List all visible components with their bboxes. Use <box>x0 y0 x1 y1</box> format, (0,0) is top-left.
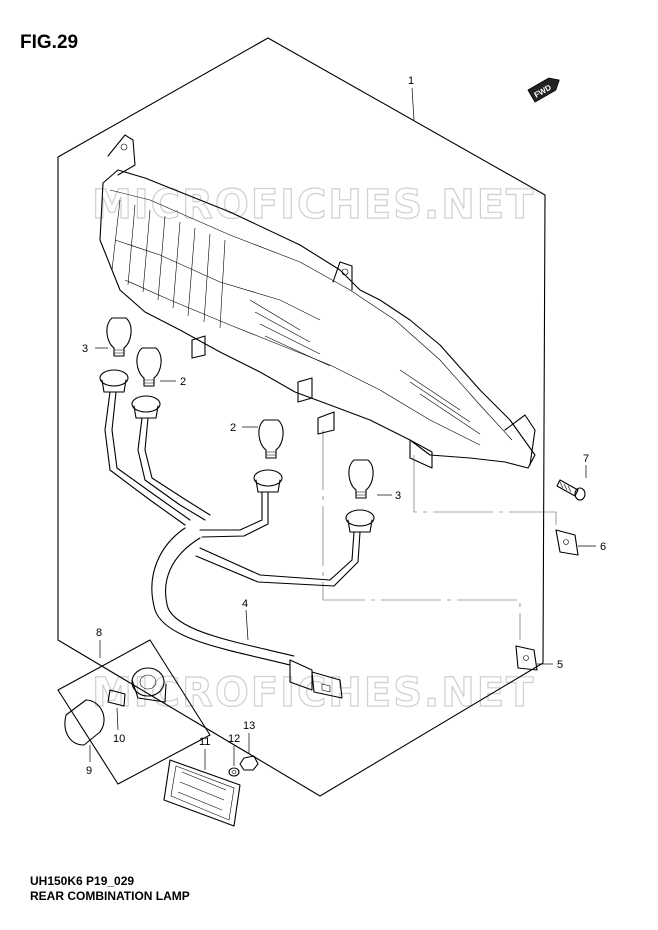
leader-1 <box>411 87 415 121</box>
bulb-3-left <box>106 317 132 357</box>
bulb-3-right <box>348 459 374 499</box>
callout-6: 6 <box>600 541 606 553</box>
reference-line-5 <box>322 430 521 640</box>
callout-2-right: 2 <box>230 422 236 434</box>
clip-nut-6 <box>555 529 579 556</box>
callout-11: 11 <box>199 736 210 748</box>
wiring-harness <box>99 369 375 699</box>
socket-8 <box>131 667 167 703</box>
assembly-frame <box>57 37 546 797</box>
callout-1: 1 <box>408 75 414 87</box>
callout-4: 4 <box>242 598 248 610</box>
callout-12: 12 <box>228 733 240 745</box>
sub-kit-frame <box>57 639 211 785</box>
clip-nut-5 <box>515 645 538 671</box>
callout-13: 13 <box>243 720 255 732</box>
bulb-2-left <box>136 347 162 387</box>
figure-name: REAR COMBINATION LAMP <box>30 889 190 903</box>
callout-9: 9 <box>86 765 92 777</box>
callout-7: 7 <box>583 453 589 465</box>
callout-8: 8 <box>96 627 102 639</box>
figure-code: UH150K6 P19_029 <box>30 874 135 888</box>
callout-3-left: 3 <box>82 343 88 355</box>
figure-title: FIG.29 <box>20 32 79 53</box>
reference-line-6 <box>413 455 557 530</box>
reflector-11 <box>163 759 241 827</box>
side-reflector-lens-9 <box>64 699 105 746</box>
leader-4 <box>245 609 249 641</box>
washer-12 <box>228 767 240 777</box>
callout-10: 10 <box>113 733 125 745</box>
watermark-top: MICROFICHES.NET <box>92 182 535 228</box>
leader-10 <box>116 707 119 731</box>
callout-3-right: 3 <box>395 490 401 502</box>
bulb-2-right <box>258 419 284 459</box>
fwd-arrow-badge: FWD <box>527 77 560 103</box>
washer-12-hole <box>231 770 237 774</box>
lamp-housing <box>99 134 536 469</box>
callout-5: 5 <box>557 659 563 671</box>
screw-7 <box>556 479 586 501</box>
nut-13 <box>239 755 259 771</box>
callout-2-left: 2 <box>180 376 186 388</box>
wedge-bulb-10 <box>107 689 126 707</box>
